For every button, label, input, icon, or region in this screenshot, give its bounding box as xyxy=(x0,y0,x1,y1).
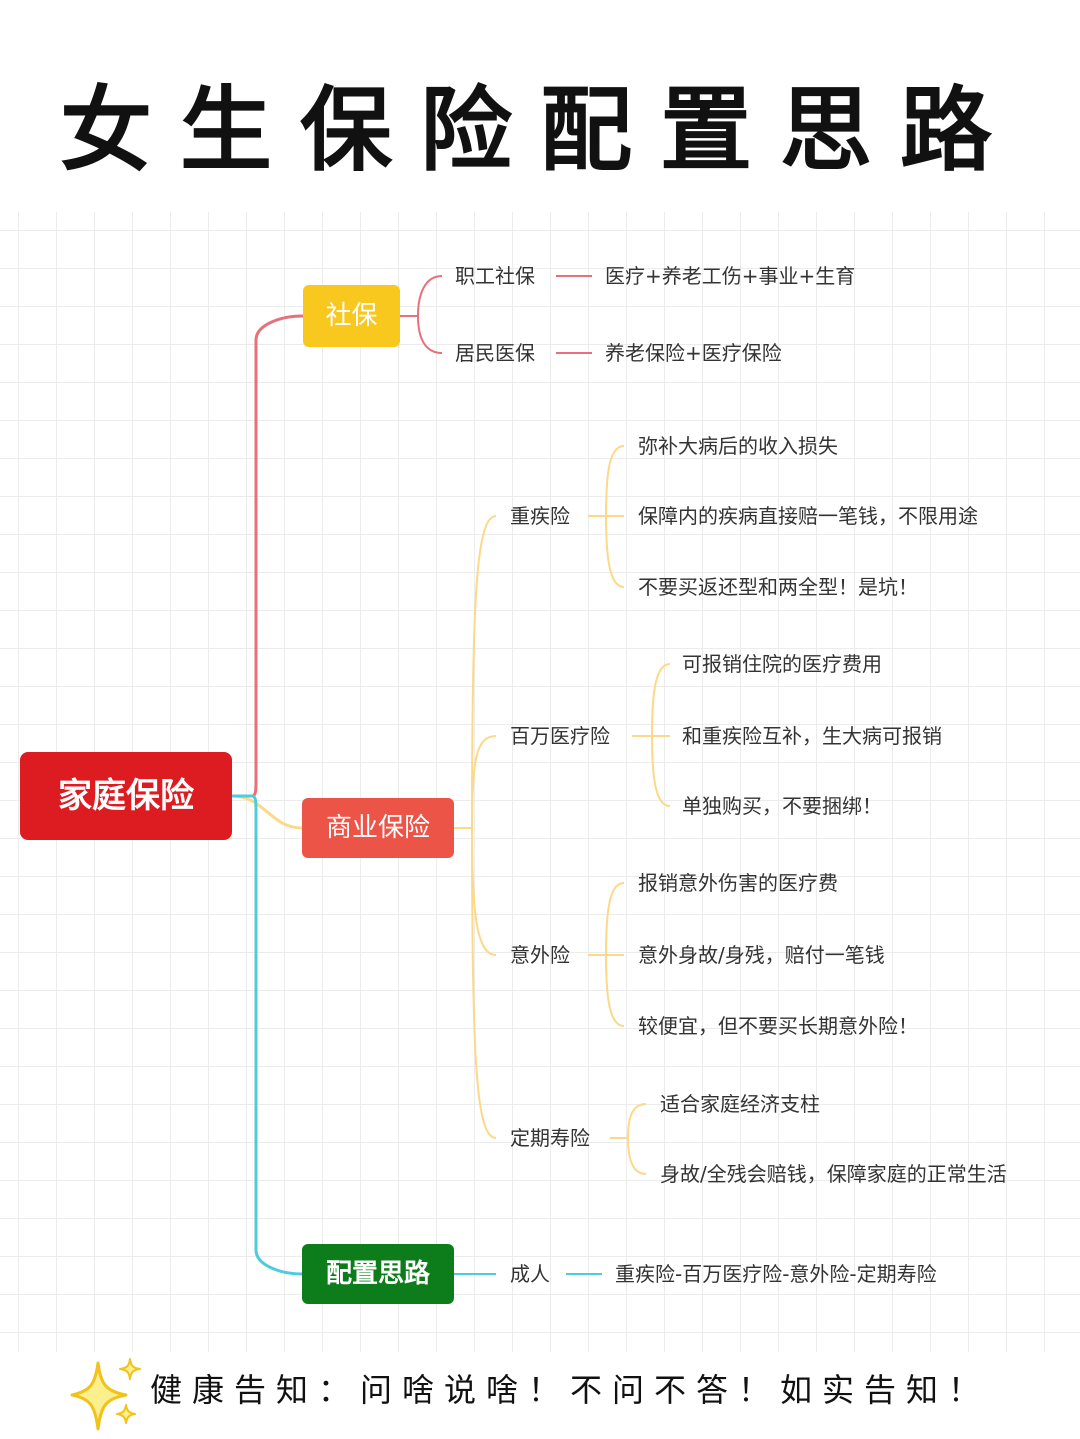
connector-social-2 xyxy=(400,315,443,354)
connector-zhongji xyxy=(588,445,625,588)
branch-commercial: 商业保险 xyxy=(302,798,454,858)
commercial-item-point: 意外身故/身残，赔付一笔钱 xyxy=(638,943,885,967)
commercial-item-label: 重疾险 xyxy=(510,504,570,528)
connector-baiwan xyxy=(632,663,671,807)
connector-dingqi xyxy=(610,1103,647,1175)
social-item-detail: 养老保险+医疗保险 xyxy=(605,341,782,365)
social-item-label: 居民医保 xyxy=(455,341,535,365)
commercial-item-point: 单独购买，不要捆绑！ xyxy=(682,794,882,818)
page-title: 女生保险配置思路 xyxy=(59,76,1020,184)
grid-background xyxy=(0,212,1080,1352)
sparkle-icon xyxy=(70,1358,141,1431)
commercial-item-label: 定期寿险 xyxy=(510,1126,590,1150)
commercial-item-label: 意外险 xyxy=(510,943,570,967)
connector-yiwai xyxy=(588,882,625,1027)
commercial-item-point: 身故/全残会赔钱，保障家庭的正常生活 xyxy=(660,1162,1007,1186)
branch-config: 配置思路 xyxy=(302,1244,454,1304)
connector-root-config xyxy=(232,794,303,1276)
config-item-detail: 重疾险-百万医疗险-意外险-定期寿险 xyxy=(615,1262,937,1286)
connector-social-1 xyxy=(400,275,443,317)
config-item-label: 成人 xyxy=(510,1262,550,1286)
social-item-label: 职工社保 xyxy=(455,264,535,288)
connector-root-commercial xyxy=(231,794,303,830)
health-notice: 健康告知：问啥说啥！不问不答！如实告知！ xyxy=(150,1371,991,1409)
connector-root-social xyxy=(232,314,304,798)
commercial-item-point: 不要买返还型和两全型！是坑！ xyxy=(638,575,918,599)
commercial-item-point: 弥补大病后的收入损失 xyxy=(638,434,838,458)
commercial-item-point: 报销意外伤害的医疗费 xyxy=(638,871,838,895)
commercial-item-point: 可报销住院的医疗费用 xyxy=(682,652,882,676)
social-item-detail: 医疗+养老工伤+事业+生育 xyxy=(605,264,856,288)
commercial-item-point: 适合家庭经济支柱 xyxy=(660,1092,820,1116)
commercial-item-point: 和重疾险互补，生大病可报销 xyxy=(682,724,942,748)
commercial-item-label: 百万医疗险 xyxy=(510,724,610,748)
commercial-item-point: 保障内的疾病直接赔一笔钱，不限用途 xyxy=(638,504,978,528)
branch-social: 社保 xyxy=(303,285,400,347)
connector-commercial-trunk xyxy=(454,515,497,1139)
commercial-item-point: 较便宜，但不要买长期意外险！ xyxy=(638,1014,918,1038)
root-node: 家庭保险 xyxy=(20,752,232,840)
